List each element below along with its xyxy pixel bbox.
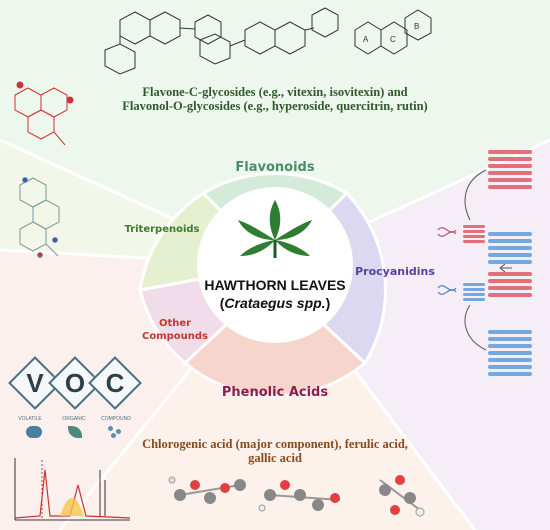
coil-block-3 (488, 272, 532, 297)
leaf-icon (68, 426, 82, 438)
center-species: (Crataegus spp.) (195, 295, 355, 311)
particles-icon (108, 426, 122, 438)
coil-block-4 (488, 330, 532, 376)
flavonoids-description-line1: Flavone-C-glycosides (e.g., vitexin, iso… (142, 85, 408, 99)
chlorogenic-acid-model (168, 476, 246, 504)
species-paren-close: ) (325, 295, 331, 311)
gallic-acid-model (379, 475, 425, 517)
coil-small-red (463, 225, 485, 243)
coil-small-blue (463, 283, 485, 301)
phenolic-description-line2: gallic acid (248, 451, 302, 465)
interaction-arrows (464, 169, 512, 351)
center-circle (197, 187, 353, 343)
species-paren-open: ( (219, 295, 225, 311)
procyanidin-interaction-illustration (437, 150, 532, 376)
flavone-glycoside-structure-2 (199, 7, 339, 65)
svg-text:C: C (390, 35, 396, 44)
triterpenoid-structure-1 (14, 81, 74, 146)
voc-letter-c: C (105, 368, 125, 398)
voc-letter-o: O (64, 368, 86, 398)
coil-block-2 (488, 232, 532, 264)
label-triterpenoids: Triterpenoids (124, 224, 200, 235)
cloud-icon (26, 426, 42, 438)
voc-caption-organic: ORGANIC (62, 416, 86, 422)
voc-caption-compound: COMPOUND (101, 416, 131, 422)
flavonoid-core-structure: A C B (354, 9, 432, 55)
bg-top (0, 0, 550, 265)
flavonoids-description-line2: Flavonol-O-glycosides (e.g., hyperoside,… (122, 99, 428, 113)
chromatogram-chart (14, 458, 131, 521)
label-procyanidins: Procyanidins (355, 265, 435, 278)
hawthorn-leaf-icon (238, 200, 312, 258)
label-other-compounds-line1: Other (158, 318, 192, 329)
bg-bottom (60, 265, 475, 530)
label-phenolic-acids: Phenolic Acids (221, 385, 329, 400)
svg-text:A: A (363, 35, 369, 44)
ferulic-acid-model (258, 480, 341, 512)
voc-tiles: V O C VOLATILE ORGANIC COMPOUND (8, 356, 142, 448)
voc-caption-volatile: VOLATILE (18, 416, 42, 422)
phenolic-description-line1: Chlorogenic acid (major component), feru… (142, 437, 408, 451)
label-other-compounds-line2: Compounds (141, 331, 208, 342)
label-flavonoids: Flavonoids (235, 160, 315, 175)
voc-letter-v: V (26, 368, 44, 398)
center-title: HAWTHORN LEAVES (204, 277, 346, 293)
species-name: Crataegus spp. (224, 295, 326, 311)
dna-strand-icons (437, 227, 457, 295)
coil-block-1 (488, 150, 532, 189)
triterpenoid-structure-2 (19, 177, 60, 258)
svg-text:B: B (414, 22, 419, 31)
